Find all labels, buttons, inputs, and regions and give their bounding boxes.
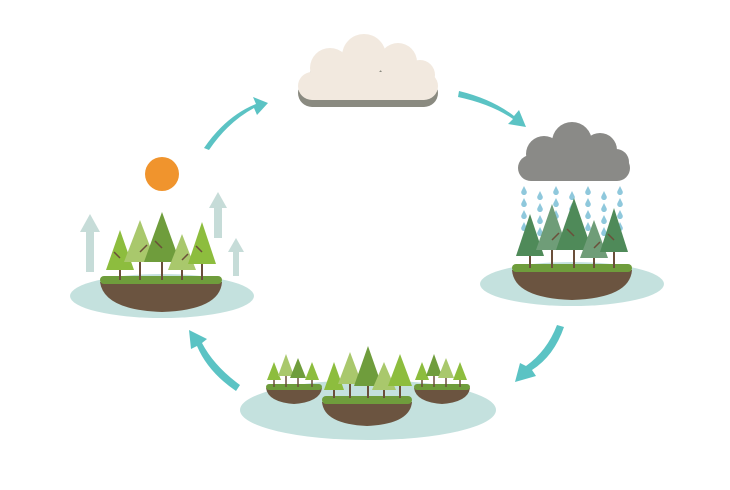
collection-stage [240,346,496,440]
raindrop [601,215,607,225]
raindrop [617,198,623,208]
raindrop [553,198,559,208]
evaporation-stage [70,157,254,318]
raindrop [585,198,591,208]
raindrop [569,191,575,201]
forest-island-small-right [414,388,470,404]
rain-cloud-icon [518,122,630,181]
raindrop [537,215,543,225]
raindrop [585,186,591,196]
cloud-icon [298,34,438,107]
arrow-evaporation-to-cloud [204,97,268,150]
forest-island-icon [512,270,632,300]
raindrop [585,222,591,232]
rising-vapor-arrows-icon [80,192,244,276]
arrow-rain-to-lake [515,325,564,382]
cycle-arrows [189,91,564,391]
arrow-lake-to-evaporation [189,330,240,391]
raindrop [521,186,527,196]
raindrop [553,186,559,196]
precipitation-stage [480,122,664,306]
right-trees [516,198,628,268]
raindrop [537,191,543,201]
raindrop [601,191,607,201]
raindrop [585,210,591,220]
arrow-cloud-to-rain [458,91,526,127]
raindrop [601,227,607,237]
forest-island-icon [100,282,222,312]
raindrop [601,203,607,213]
forest-island-center [322,402,412,426]
left-trees [106,212,216,280]
forest-island-small-left [266,388,322,404]
raindrop [521,210,527,220]
raindrop [521,198,527,208]
raindrop [617,210,623,220]
sun-icon [145,157,179,191]
raindrop [537,227,543,237]
raindrops-icon [521,186,623,237]
raindrop [537,203,543,213]
raindrop [617,186,623,196]
